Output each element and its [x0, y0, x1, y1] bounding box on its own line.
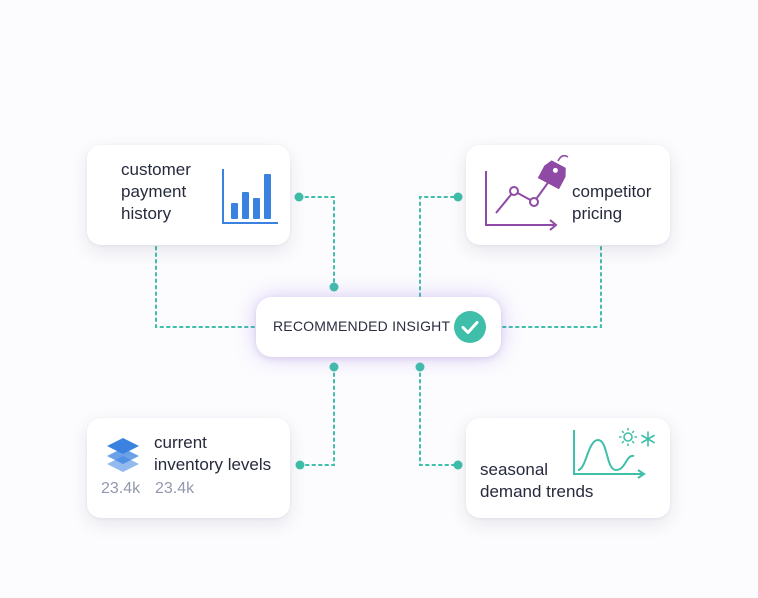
connector-pricing-right: [502, 246, 602, 328]
checkmark-circle-icon: [454, 311, 486, 343]
connector-payment-left: [155, 246, 256, 328]
seasonal-demand-label: seasonal demand trends: [480, 460, 594, 501]
connector-dot: [329, 282, 339, 292]
inventory-levels-label: current inventory levels: [154, 433, 272, 474]
payment-history-label: customer payment history: [121, 160, 191, 223]
connector-dot: [294, 192, 304, 202]
recommended-insight-card: RECOMMENDED INSIGHT: [256, 297, 501, 357]
connector-dot: [295, 460, 305, 470]
inventory-value: 23.4k: [101, 480, 141, 497]
connector-dot: [453, 460, 463, 470]
stacked-layers-icon: [107, 438, 139, 472]
input-card-payment-history: customer payment history: [87, 145, 290, 245]
price-tag-line-chart-icon: [485, 154, 569, 231]
wave-sun-snowflake-icon: [573, 428, 655, 479]
input-card-inventory-levels: current inventory levels 23.4k 23.4k: [87, 418, 290, 518]
connector-dot: [453, 192, 463, 202]
competitor-pricing-label: competitor pricing: [572, 182, 652, 223]
connector-seasonal: [419, 366, 459, 466]
inventory-value: 23.4k: [155, 480, 195, 497]
connector-dot: [415, 362, 425, 372]
connector-dot: [329, 362, 339, 372]
input-card-competitor-pricing: competitor pricing: [466, 145, 670, 245]
bar-chart-icon: [222, 169, 278, 224]
connector-pricing-left: [419, 196, 459, 297]
connector-inventory: [299, 366, 335, 466]
input-card-seasonal-demand: seasonal demand trends: [466, 418, 670, 518]
recommended-insight-label: RECOMMENDED INSIGHT: [273, 318, 451, 334]
connector-payment-right: [298, 196, 335, 288]
